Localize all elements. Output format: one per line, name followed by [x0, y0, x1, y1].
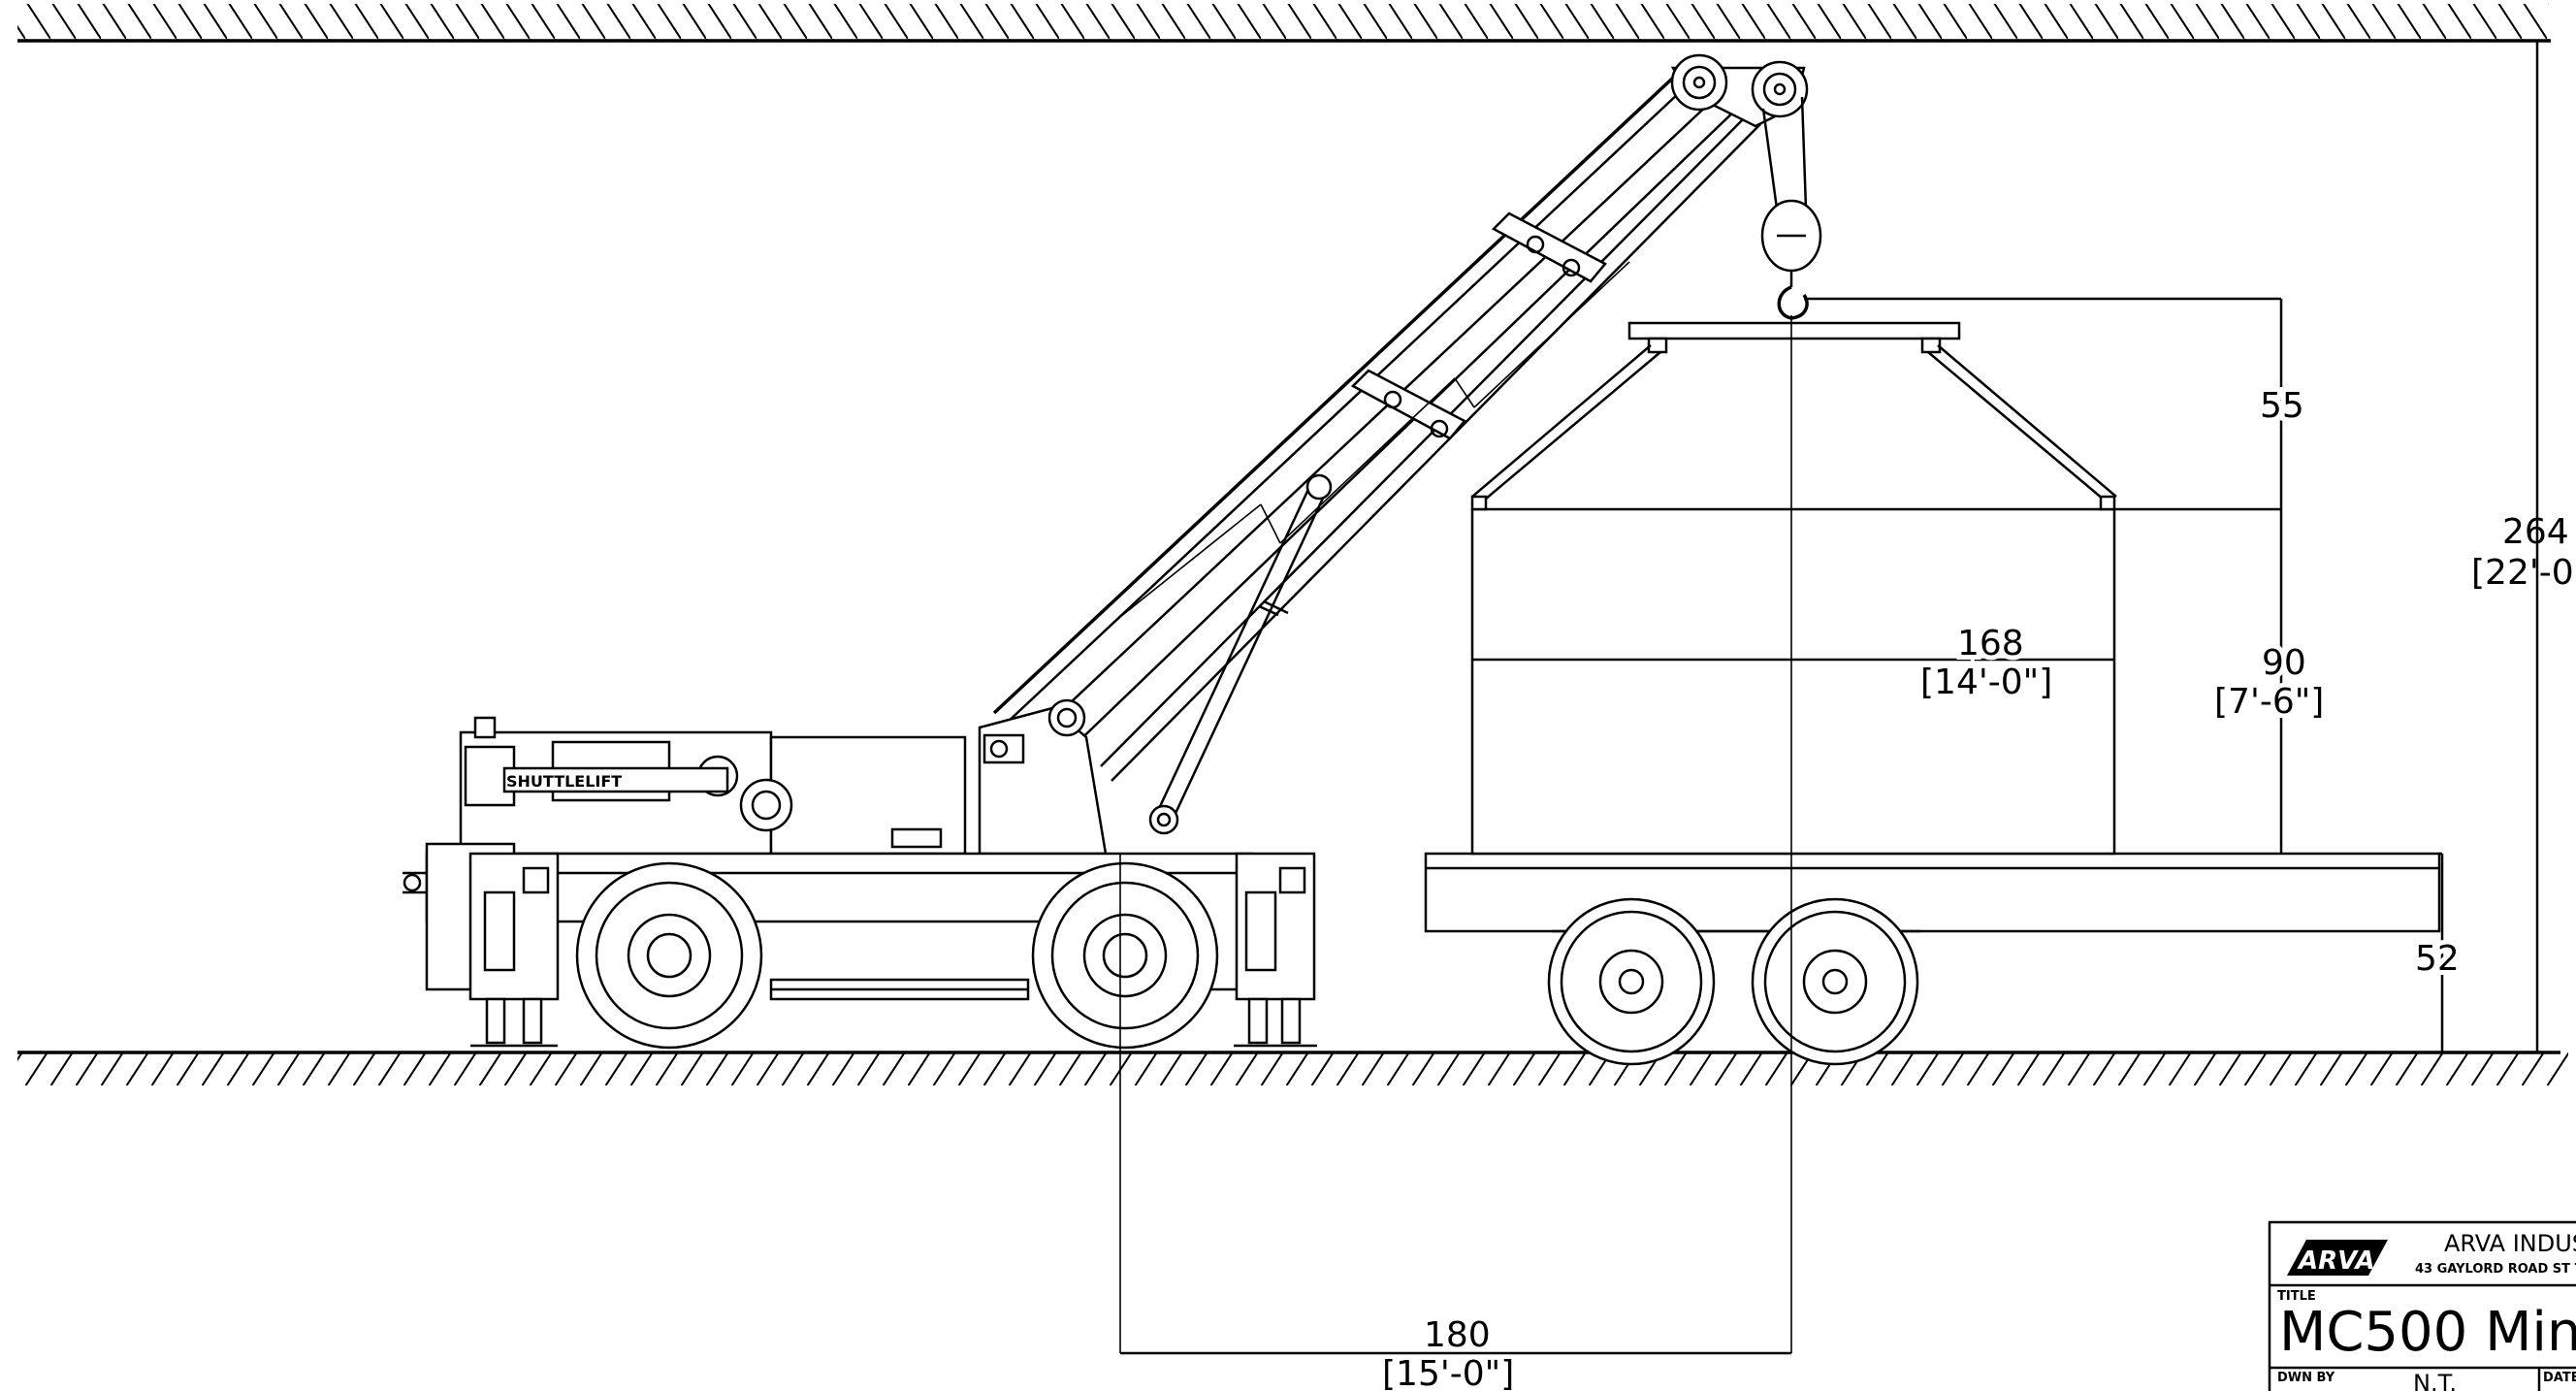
load-diameter-dimension: 168 [14'-0"]: [1916, 619, 2057, 707]
lift-cylinder: [1148, 473, 1333, 835]
crane-rear-wheel: [575, 861, 763, 1050]
ground-line: [17, 1051, 2568, 1085]
load-height-value: 90: [2262, 643, 2306, 683]
working-radius-value: 180: [1424, 1315, 1491, 1355]
load-height-dimension: 90 [7'-6"]: [2209, 509, 2329, 854]
boom-pivot-tower: [978, 698, 1108, 856]
hook-block: [1760, 96, 1822, 320]
total-height-imperial: [22'-0: [2471, 553, 2574, 593]
trailer-wheel-front: [1547, 897, 1716, 1066]
company-address: 43 GAYLORD ROAD ST TH: [2415, 1262, 2576, 1277]
trailer-deck-height-value: 52: [2415, 939, 2460, 979]
trailer-wheel-rear: [1751, 897, 1919, 1066]
load-height-imperial: [7'-6"]: [2214, 682, 2324, 722]
company-logo-text: ARVA: [2297, 1246, 2375, 1276]
boom-head-sheaves: [1670, 53, 1809, 128]
drawn-by-value: N.T.: [2413, 1370, 2457, 1391]
load-diameter-value: 168: [1957, 624, 2024, 663]
working-radius-imperial: [15'-0"]: [1382, 1354, 1514, 1391]
crane-brand-plate: SHUTTLELIFT: [506, 772, 622, 791]
company-name: ARVA INDUS: [2444, 1230, 2576, 1257]
total-height-value: 264: [2502, 512, 2569, 552]
trailer: [1424, 852, 2441, 1066]
trailer-deck-height-dimension: 52: [2410, 852, 2464, 1052]
load-tank: [1470, 321, 2117, 856]
crane-boom: [992, 64, 1761, 782]
total-height-dimension: 264 [22'-0: [2471, 41, 2574, 1052]
company-logo: ARVA: [2287, 1240, 2388, 1276]
load-diameter-imperial: [14'-0"]: [1920, 663, 2052, 702]
working-radius-dimension: 180 [15'-0"]: [1120, 1315, 1791, 1391]
date-label: DATE: [2543, 1371, 2576, 1385]
crane: SHUTTLELIFT: [402, 53, 1822, 1050]
title-block: ARVA ARVA INDUS 43 GAYLORD ROAD ST TH TI…: [2268, 1220, 2576, 1391]
title-value: MC500 Mining: [2279, 1301, 2576, 1364]
crane-front-wheel: [1031, 861, 1219, 1050]
rigging-height-dimension: 55: [1804, 297, 2309, 511]
title-label: TITLE: [2277, 1289, 2316, 1304]
crane-outriggers: [468, 852, 1317, 1048]
drawn-by-label: DWN BY: [2277, 1371, 2335, 1385]
ceiling-line: [17, 4, 2551, 43]
rigging-height-value: 55: [2260, 386, 2304, 426]
